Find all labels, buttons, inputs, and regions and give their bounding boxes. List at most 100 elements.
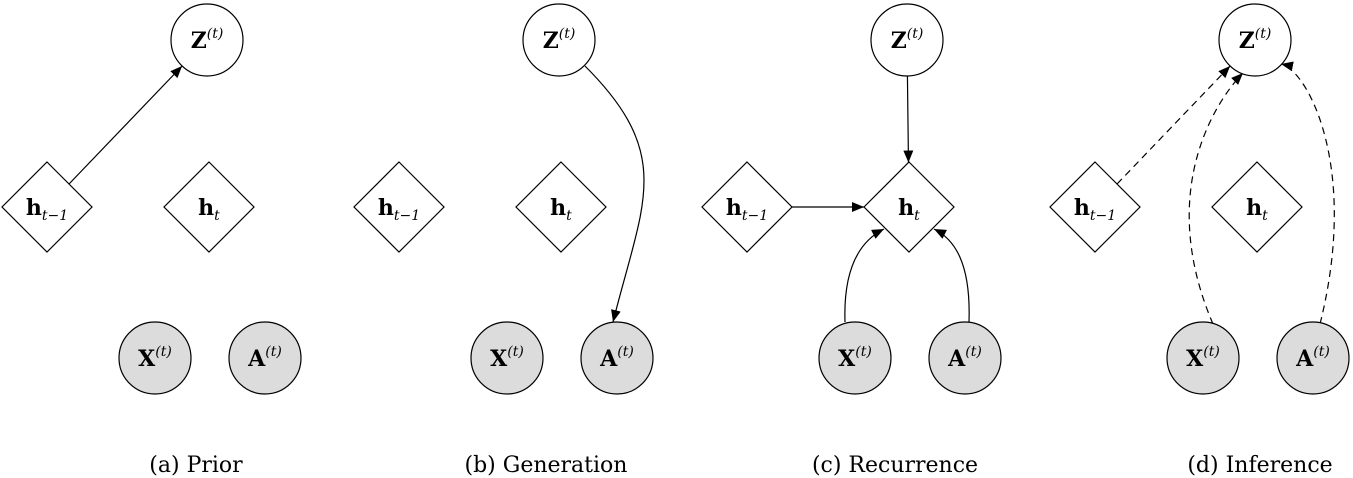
label-superscript: (t) — [965, 344, 982, 360]
edge-Z-to-A — [584, 65, 645, 323]
label-base: h — [726, 195, 742, 221]
label-base: h — [378, 195, 394, 221]
panel-caption: (c) Recurrence — [812, 453, 978, 478]
h-prev-node-label: ht−1 — [378, 195, 420, 224]
x-node-shape — [118, 321, 192, 395]
h-cur-node: ht — [863, 161, 955, 253]
label-subscript: t−1 — [394, 208, 420, 224]
label-base: A — [1295, 346, 1314, 372]
panel-caption: (d) Inference — [1187, 453, 1332, 478]
label-subscript: t — [914, 208, 920, 224]
a-node: A(t) — [228, 321, 302, 395]
h-prev-node: ht−1 — [353, 161, 445, 253]
label-superscript: (t) — [155, 344, 172, 360]
x-node: X(t) — [818, 321, 892, 395]
h-prev-node-shape — [701, 161, 793, 253]
x-node-shape — [818, 321, 892, 395]
label-subscript: t — [566, 208, 572, 224]
z-node-shape — [522, 3, 596, 77]
label-superscript: (t) — [855, 344, 872, 360]
h-prev-node: ht−1 — [1049, 161, 1141, 253]
x-node: X(t) — [1166, 321, 1240, 395]
h-prev-node-shape — [1049, 161, 1141, 253]
h-prev-node-label: ht−1 — [1074, 195, 1116, 224]
h-prev-node-label: ht−1 — [726, 195, 768, 224]
a-node-shape — [580, 321, 654, 395]
a-node-label: A(t) — [247, 344, 282, 372]
a-node-shape — [1276, 321, 1350, 395]
h-cur-node-label: ht — [898, 195, 920, 224]
h-prev-node: ht−1 — [701, 161, 793, 253]
z-node: Z(t) — [522, 3, 596, 77]
x-node-label: X(t) — [838, 344, 872, 372]
label-base: h — [198, 195, 214, 221]
edge-Z-to-h-cur — [903, 75, 914, 163]
a-node-shape — [228, 321, 302, 395]
label-subscript: t−1 — [1090, 208, 1116, 224]
edge-X-to-h-cur — [844, 228, 885, 323]
label-base: Z — [191, 28, 207, 54]
label-subscript: t — [214, 208, 220, 224]
h-prev-node: ht−1 — [1, 161, 93, 253]
a-node: A(t) — [580, 321, 654, 395]
a-node-label: A(t) — [947, 344, 982, 372]
label-subscript: t−1 — [742, 208, 768, 224]
label-base: Z — [891, 28, 907, 54]
label-base: Z — [1239, 28, 1255, 54]
h-cur-node-shape — [515, 161, 607, 253]
label-superscript: (t) — [907, 26, 924, 42]
edge-h-prev-to-Z — [68, 65, 183, 185]
z-node-label: Z(t) — [191, 26, 224, 54]
x-node: X(t) — [118, 321, 192, 395]
panel-caption: (b) Generation — [465, 453, 628, 478]
z-node-label: Z(t) — [1239, 26, 1272, 54]
h-cur-node: ht — [163, 161, 255, 253]
panel-caption: (a) Prior — [149, 453, 243, 478]
a-node-label: A(t) — [599, 344, 634, 372]
h-prev-node-shape — [353, 161, 445, 253]
label-superscript: (t) — [617, 344, 634, 360]
label-base: h — [550, 195, 566, 221]
h-cur-node-shape — [1211, 161, 1303, 253]
x-node-shape — [1166, 321, 1240, 395]
label-base: X — [490, 346, 508, 372]
a-node: A(t) — [1276, 321, 1350, 395]
label-base: h — [26, 195, 42, 221]
label-subscript: t−1 — [42, 208, 68, 224]
label-base: A — [247, 346, 266, 372]
h-cur-node-shape — [163, 161, 255, 253]
z-node-shape — [1218, 3, 1292, 77]
label-base: A — [947, 346, 966, 372]
x-node-label: X(t) — [138, 344, 172, 372]
label-base: h — [1074, 195, 1090, 221]
x-node: X(t) — [470, 321, 544, 395]
h-cur-node-label: ht — [1246, 195, 1268, 224]
z-node: Z(t) — [170, 3, 244, 77]
label-superscript: (t) — [1203, 344, 1220, 360]
h-cur-node: ht — [1211, 161, 1303, 253]
h-cur-node: ht — [515, 161, 607, 253]
edge-X-to-Z — [1188, 72, 1244, 325]
edge-h-prev-to-Z — [1116, 65, 1231, 185]
z-node-label: Z(t) — [891, 26, 924, 54]
a-node-label: A(t) — [1295, 344, 1330, 372]
label-base: X — [138, 346, 156, 372]
label-superscript: (t) — [207, 26, 224, 42]
label-base: h — [1246, 195, 1262, 221]
z-node-label: Z(t) — [543, 26, 576, 54]
x-node-label: X(t) — [1186, 344, 1220, 372]
label-base: A — [599, 346, 618, 372]
z-node: Z(t) — [870, 3, 944, 77]
h-cur-node-label: ht — [198, 195, 220, 224]
label-subscript: t — [1262, 208, 1268, 224]
label-base: Z — [543, 28, 559, 54]
label-base: X — [838, 346, 856, 372]
h-cur-node-shape — [863, 161, 955, 253]
a-node-shape — [928, 321, 1002, 395]
label-base: X — [1186, 346, 1204, 372]
